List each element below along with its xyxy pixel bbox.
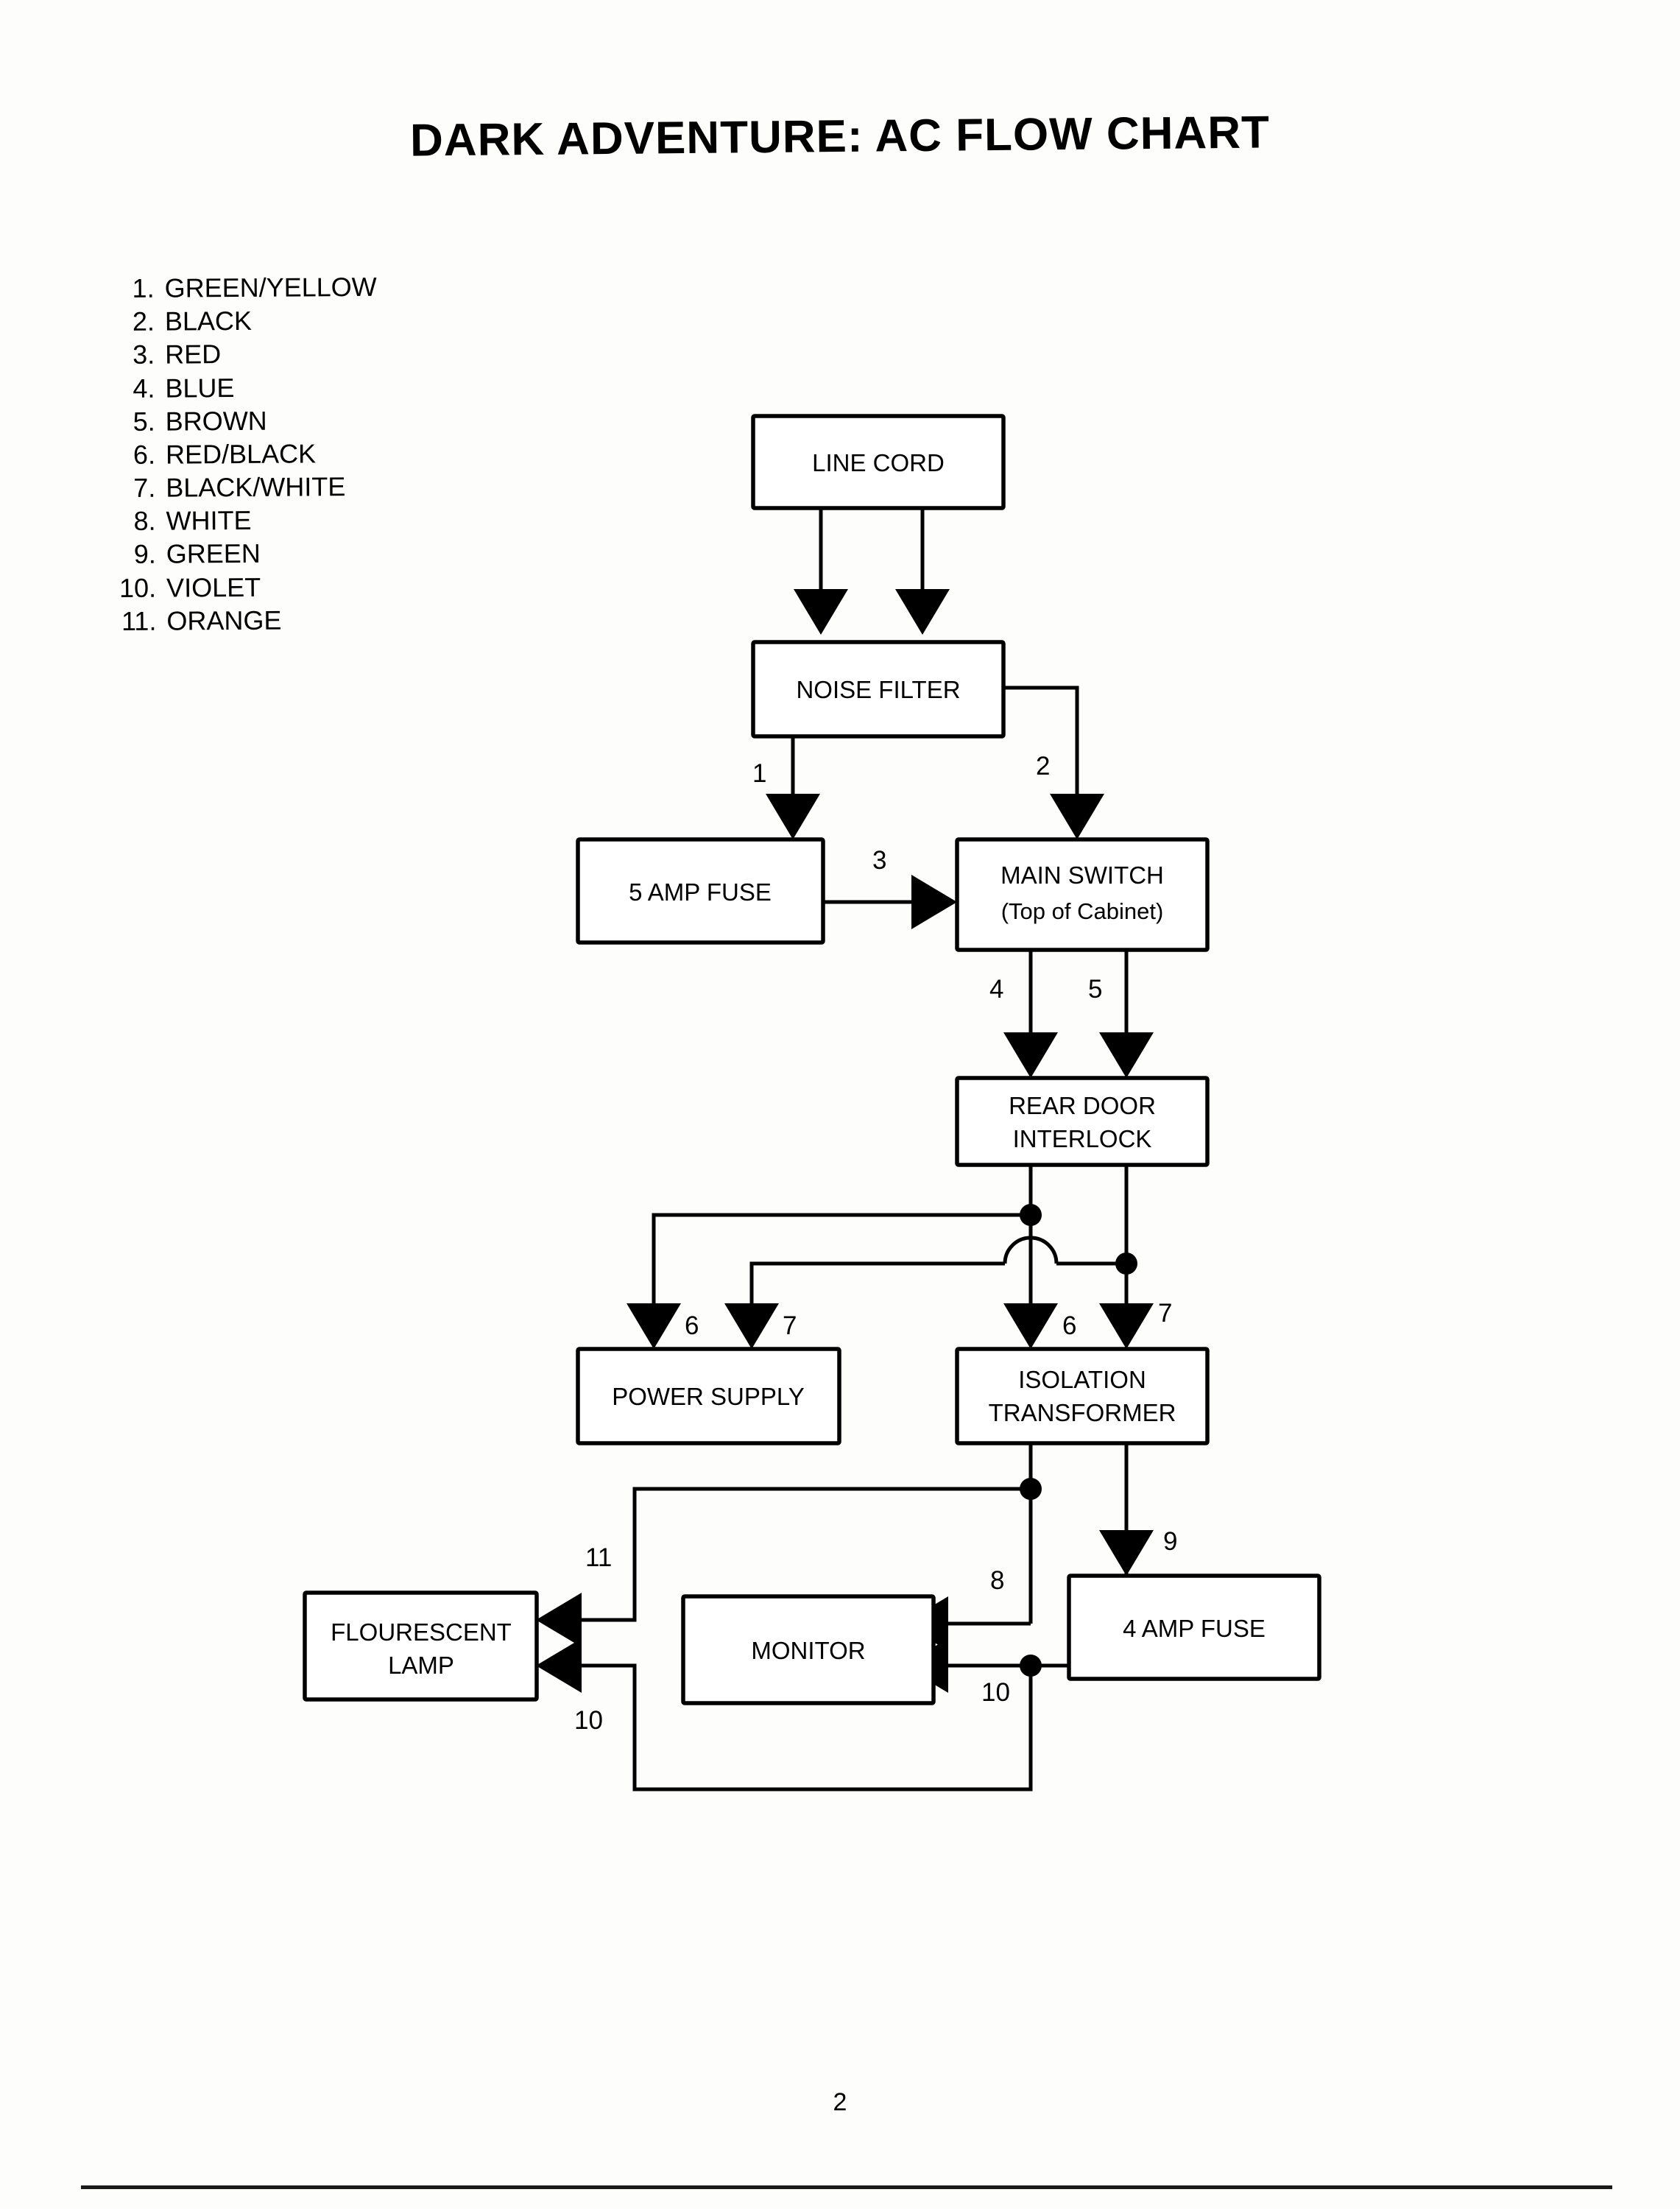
wire-hop-over-crossing bbox=[1003, 1236, 1059, 1264]
page-bottom-rule bbox=[81, 2185, 1612, 2189]
wire-label-7-power-supply: 7 bbox=[783, 1311, 797, 1340]
wire-label-10-monitor: 10 bbox=[981, 1678, 1010, 1707]
node-noise-filter-label: NOISE FILTER bbox=[796, 676, 960, 703]
junction-dot-wire-10 bbox=[1020, 1655, 1042, 1677]
wire-label-6-power-supply: 6 bbox=[685, 1311, 699, 1340]
junction-dot-wire-6 bbox=[1020, 1204, 1042, 1226]
node-isolation-transformer-sublabel: TRANSFORMER bbox=[989, 1399, 1176, 1426]
wire-11-path bbox=[567, 1487, 1031, 1622]
node-rear-door-interlock-sublabel: INTERLOCK bbox=[1013, 1125, 1152, 1152]
wire-6-to-power-supply bbox=[652, 1213, 1031, 1318]
node-main-switch[interactable]: MAIN SWITCH (Top of Cabinet) bbox=[955, 837, 1210, 952]
wire-label-6-isolation: 6 bbox=[1062, 1311, 1076, 1340]
junction-dot-wire-7 bbox=[1115, 1253, 1137, 1275]
arrowhead-linecord-left bbox=[794, 589, 848, 635]
arrowhead-wire-5 bbox=[1099, 1032, 1154, 1078]
node-flourescent-lamp[interactable]: FLOURESCENT LAMP bbox=[303, 1590, 539, 1702]
arrowhead-wire-6-power-supply bbox=[627, 1303, 681, 1349]
node-power-supply-label: POWER SUPPLY bbox=[612, 1383, 805, 1410]
wire-label-11: 11 bbox=[585, 1543, 612, 1572]
arrowhead-wire-2 bbox=[1050, 794, 1104, 839]
arrowhead-wire-11 bbox=[536, 1593, 582, 1647]
page-number: 2 bbox=[833, 2088, 847, 2116]
arrowhead-wire-9 bbox=[1099, 1530, 1154, 1576]
wire-label-2: 2 bbox=[1036, 752, 1050, 781]
wire-label-8: 8 bbox=[990, 1566, 1004, 1595]
node-main-switch-label: MAIN SWITCH bbox=[1000, 862, 1164, 889]
node-flourescent-lamp-sublabel: LAMP bbox=[388, 1652, 454, 1679]
node-isolation-transformer[interactable]: ISOLATION TRANSFORMER bbox=[955, 1347, 1210, 1445]
arrowhead-wire-10-lamp bbox=[536, 1638, 582, 1693]
arrowhead-linecord-right bbox=[895, 589, 950, 635]
node-monitor[interactable]: MONITOR bbox=[681, 1594, 936, 1705]
node-noise-filter[interactable]: NOISE FILTER bbox=[751, 640, 1006, 739]
wire-label-1: 1 bbox=[752, 759, 766, 788]
node-monitor-label: MONITOR bbox=[751, 1637, 865, 1664]
junction-dot-wire-11 bbox=[1020, 1478, 1042, 1500]
node-isolation-transformer-label: ISOLATION bbox=[1018, 1366, 1146, 1393]
node-power-supply[interactable]: POWER SUPPLY bbox=[576, 1347, 841, 1445]
wire-10-to-lamp bbox=[567, 1663, 1033, 1791]
wire-label-10-lamp: 10 bbox=[574, 1706, 603, 1735]
wire-7-to-power-supply-run bbox=[749, 1261, 1005, 1318]
wire-label-7-isolation: 7 bbox=[1158, 1299, 1172, 1328]
wire-label-5: 5 bbox=[1088, 975, 1102, 1004]
node-four-amp-fuse-label: 4 AMP FUSE bbox=[1123, 1615, 1266, 1642]
node-main-switch-sublabel: (Top of Cabinet) bbox=[1001, 898, 1164, 924]
arrowhead-wire-3 bbox=[911, 875, 957, 929]
wire-label-4: 4 bbox=[989, 975, 1003, 1004]
wire-label-3: 3 bbox=[872, 846, 886, 875]
node-rear-door-interlock[interactable]: REAR DOOR INTERLOCK bbox=[955, 1076, 1210, 1167]
node-five-amp-fuse-label: 5 AMP FUSE bbox=[629, 878, 772, 906]
arrowhead-wire-7-isolation bbox=[1099, 1303, 1154, 1349]
arrowhead-wire-4 bbox=[1003, 1032, 1058, 1078]
node-rear-door-interlock-label: REAR DOOR bbox=[1009, 1092, 1156, 1119]
wire-label-9: 9 bbox=[1163, 1527, 1177, 1556]
arrowhead-wire-6-isolation bbox=[1003, 1303, 1058, 1349]
node-line-cord-label: LINE CORD bbox=[812, 449, 945, 476]
node-line-cord[interactable]: LINE CORD bbox=[751, 414, 1006, 510]
node-four-amp-fuse[interactable]: 4 AMP FUSE bbox=[1067, 1574, 1321, 1681]
node-five-amp-fuse[interactable]: 5 AMP FUSE bbox=[576, 837, 825, 945]
node-flourescent-lamp-label: FLOURESCENT bbox=[331, 1618, 512, 1646]
arrowhead-wire-7-power-supply bbox=[724, 1303, 779, 1349]
wire-2-path bbox=[1003, 686, 1079, 808]
arrowhead-wire-1 bbox=[766, 794, 820, 839]
